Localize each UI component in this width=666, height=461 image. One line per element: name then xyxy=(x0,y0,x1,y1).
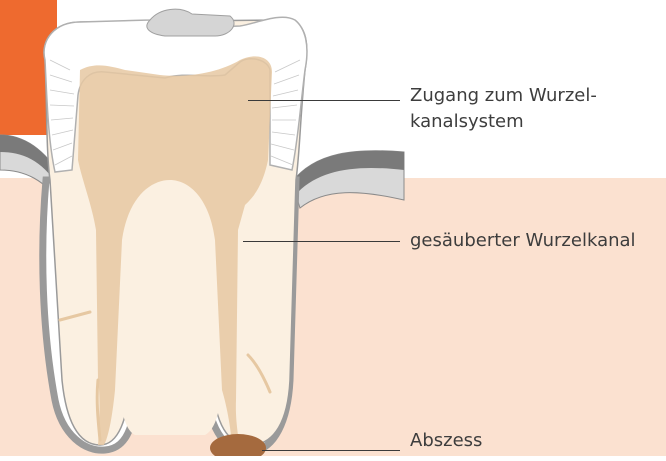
label-access-line1: Zugang zum Wurzel- xyxy=(410,84,597,108)
leader-line-canal xyxy=(243,241,400,242)
leader-line-access xyxy=(248,100,400,101)
label-canal: gesäuberter Wurzelkanal xyxy=(410,229,636,253)
leader-line-abscess xyxy=(262,450,400,451)
root-inner-space xyxy=(120,192,220,435)
label-access-line2: kanalsystem xyxy=(410,110,524,134)
label-abscess: Abszess xyxy=(410,429,482,453)
